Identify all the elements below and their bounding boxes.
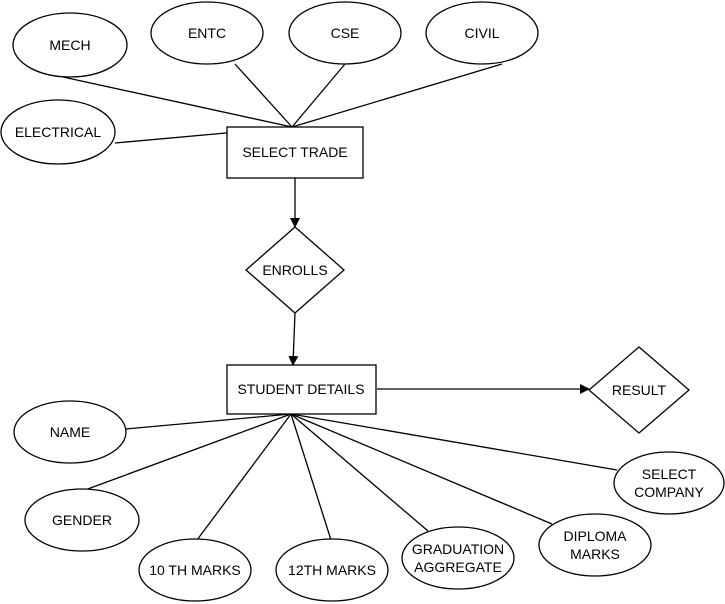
attribute-electrical-label: ELECTRICAL: [15, 124, 102, 140]
attribute-graduation-aggregate-label-line2: AGGREGATE: [414, 559, 502, 575]
attribute-diploma-marks-label-line1: DIPLOMA: [563, 528, 627, 544]
attribute-tenth-marks: 10 TH MARKS: [138, 538, 252, 602]
entity-student-details: STUDENT DETAILS: [226, 364, 377, 415]
attribute-graduation-aggregate: GRADUATION AGGREGATE: [401, 526, 515, 590]
attribute-select-company: SELECT COMPANY: [613, 451, 725, 515]
attribute-tenth-marks-label: 10 TH MARKS: [149, 562, 241, 578]
entity-select-trade-label: SELECT TRADE: [242, 144, 347, 160]
edge-twelfth-marks-student-details: [290, 413, 332, 541]
edge-mech-select-trade: [62, 76, 293, 128]
edge-diploma-student-details: [290, 413, 553, 525]
attribute-name: NAME: [13, 400, 127, 464]
entity-student-details-label: STUDENT DETAILS: [237, 381, 364, 397]
attribute-diploma-marks-label-line2: MARKS: [570, 546, 620, 562]
attribute-cse-label: CSE: [331, 25, 360, 41]
arrow-enrolls-to-student-details: [288, 312, 299, 366]
attribute-civil-label: CIVIL: [464, 25, 499, 41]
edge-cse-select-trade: [291, 63, 346, 128]
attribute-twelfth-marks-label: 12TH MARKS: [288, 562, 376, 578]
attribute-mech-label: MECH: [49, 37, 90, 53]
attribute-diploma-marks: DIPLOMA MARKS: [538, 513, 652, 577]
attribute-name-label: NAME: [50, 424, 90, 440]
attribute-gender: GENDER: [24, 488, 140, 552]
attribute-twelfth-marks: 12TH MARKS: [275, 538, 389, 602]
attribute-entc: ENTC: [150, 1, 264, 65]
attribute-cse: CSE: [288, 1, 402, 65]
edge-name-student-details: [125, 413, 292, 430]
trade-connectors: [62, 63, 503, 144]
student-connectors: [84, 413, 618, 541]
edge-civil-select-trade: [291, 63, 503, 128]
edge-select-company-student-details: [290, 413, 618, 471]
relationship-result: RESULT: [588, 346, 690, 434]
entity-select-trade: SELECT TRADE: [226, 126, 364, 179]
attribute-electrical: ELECTRICAL: [0, 99, 116, 165]
attribute-civil: CIVIL: [425, 1, 539, 65]
edge-entc-select-trade: [234, 63, 293, 128]
attribute-select-company-label-line2: COMPANY: [634, 484, 704, 500]
edge-gender-student-details: [84, 413, 292, 491]
attribute-entc-label: ENTC: [188, 25, 226, 41]
attribute-select-company-label-line1: SELECT: [642, 466, 697, 482]
attribute-graduation-aggregate-label-line1: GRADUATION: [412, 541, 504, 557]
edge-graduation-student-details: [290, 413, 429, 532]
relationship-enrolls: ENROLLS: [245, 226, 345, 314]
relationship-result-label: RESULT: [612, 382, 667, 398]
relationship-enrolls-label: ENROLLS: [262, 262, 327, 278]
attribute-gender-label: GENDER: [52, 512, 112, 528]
attribute-mech: MECH: [12, 12, 128, 78]
edge-tenth-marks-student-details: [196, 413, 292, 541]
